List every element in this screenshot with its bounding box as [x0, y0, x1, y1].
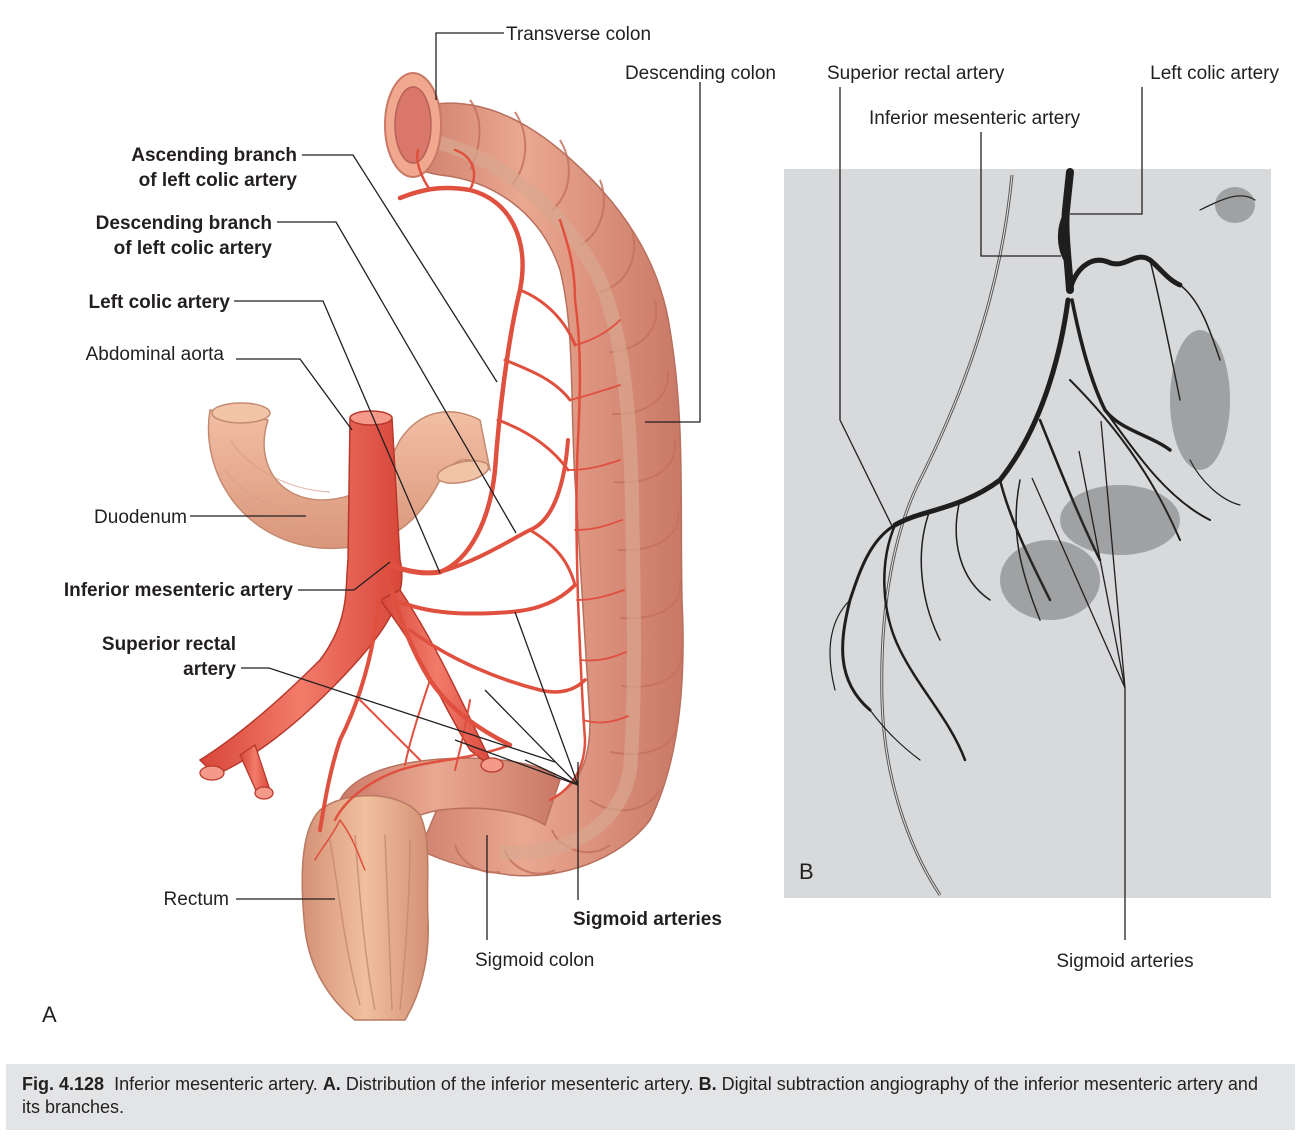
caption-figure-number: Fig. 4.128 [22, 1074, 105, 1094]
panel-b-leaders [839, 87, 1143, 940]
label-superior-rectal-artery-b: Superior rectal artery [827, 63, 1005, 84]
label-abdominal-aorta: Abdominal aorta [86, 344, 225, 365]
label-sigmoid-colon: Sigmoid colon [475, 950, 594, 971]
label-descending-branch: Descending branch [96, 213, 272, 234]
angiogram-image [784, 169, 1271, 898]
panel-a-letter: A [42, 1002, 57, 1027]
panel-b-letter: B [799, 859, 814, 884]
label-rectum: Rectum [164, 889, 229, 910]
duodenum-shape [207, 409, 492, 550]
caption-part-a: Distribution of the inferior mesenteric … [345, 1074, 694, 1094]
label-left-colic-artery-a: Left colic artery [89, 292, 231, 313]
caption-part-b: Digital subtraction angiography of the i… [22, 1074, 1258, 1117]
angiogram-vessels [829, 168, 1256, 762]
label-sigmoid-arteries-a: Sigmoid arteries [573, 909, 722, 930]
angiogram-capillary-blush [1000, 187, 1255, 620]
caption-a-marker: A. [322, 1074, 341, 1094]
label-superior-rectal-2: artery [183, 659, 236, 680]
label-inferior-mesenteric-artery-a: Inferior mesenteric artery [64, 580, 294, 601]
panel-b-labels: Superior rectal artery Inferior mesenter… [799, 63, 1279, 972]
panel-b-angiogram: Superior rectal artery Inferior mesenter… [784, 63, 1279, 972]
panel-a-labels: Transverse colon Descending colon Ascend… [42, 24, 776, 1027]
label-inferior-mesenteric-artery-b: Inferior mesenteric artery [869, 108, 1081, 129]
label-superior-rectal: Superior rectal [102, 634, 236, 655]
label-descending-branch-2: of left colic artery [114, 238, 273, 259]
label-ascending-branch-2: of left colic artery [139, 170, 298, 191]
arterial-network [314, 148, 629, 871]
taenia-band [419, 133, 641, 860]
panel-a-leaders [190, 32, 701, 940]
caption-title: Inferior mesenteric artery. [114, 1074, 318, 1094]
caption-b-marker: B. [698, 1074, 717, 1094]
label-duodenum: Duodenum [94, 507, 187, 528]
label-sigmoid-arteries-b: Sigmoid arteries [1056, 951, 1193, 972]
panel-a-illustration: Transverse colon Descending colon Ascend… [42, 24, 776, 1027]
rectum-shape [301, 794, 430, 1021]
label-descending-colon: Descending colon [625, 63, 776, 84]
label-left-colic-artery-b: Left colic artery [1150, 63, 1279, 84]
label-transverse-colon: Transverse colon [506, 24, 651, 45]
figure-caption: Fig. 4.128 Inferior mesenteric artery. A… [6, 1064, 1295, 1130]
label-ascending-branch: Ascending branch [131, 145, 297, 166]
